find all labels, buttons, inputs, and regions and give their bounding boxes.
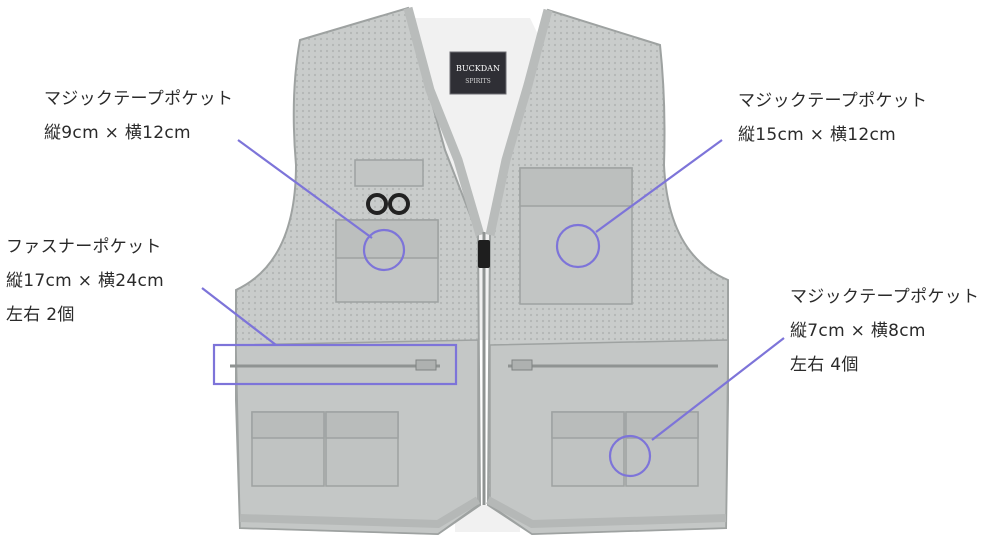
- annotation-title: マジックテープポケット: [790, 287, 980, 307]
- hem-left: [239, 496, 481, 529]
- d-ring-icon: [388, 193, 410, 215]
- callout-circle-chest-left: [362, 228, 406, 272]
- zipper-slider-icon: [511, 359, 533, 371]
- brand-patch-line1: BUCKDAN: [456, 64, 500, 73]
- annotation-size: 縦15cm × 横12cm: [738, 125, 897, 145]
- callout-box-zipper: [212, 343, 458, 386]
- hem-right: [486, 496, 727, 529]
- lower-pockets-left: [251, 411, 399, 487]
- annotation-quantity: 左右 4個: [790, 355, 859, 375]
- callout-circle-lower-small: [608, 434, 652, 478]
- annotation-lower-small: マジックテープポケット 縦7cm × 横8cm 左右 4個: [790, 280, 979, 382]
- zipper-pocket-right: [508, 359, 718, 371]
- callout-line-chest-right: [595, 139, 723, 233]
- brand-patch-line2: SPIRITS: [465, 78, 491, 85]
- annotation-zipper: ファスナーポケット 縦17cm × 横24cm 左右 2個: [6, 230, 164, 332]
- collar-trim-left: [403, 6, 485, 237]
- d-ring-icon: [366, 193, 388, 215]
- annotation-size: 縦9cm × 横12cm: [44, 123, 191, 143]
- annotation-title: マジックテープポケット: [738, 91, 928, 111]
- zipper-pocket-left: [230, 359, 440, 371]
- zipper-slider-icon: [415, 359, 437, 371]
- zipper-pull-icon: [478, 240, 490, 268]
- callout-line-zipper: [201, 287, 277, 346]
- annotation-title: ファスナーポケット: [6, 237, 162, 257]
- callout-circle-chest-right: [555, 223, 601, 269]
- collar-trim-right: [485, 8, 553, 236]
- callout-lines: [201, 139, 785, 478]
- callout-line-lower-small: [651, 337, 785, 441]
- callout-line-chest-left: [237, 139, 373, 239]
- annotation-chest-right: マジックテープポケット 縦15cm × 横12cm: [738, 84, 927, 152]
- annotation-size: 縦7cm × 横8cm: [790, 321, 926, 341]
- annotation-title: マジックテープポケット: [44, 89, 234, 109]
- right-chest-pocket: [519, 167, 633, 305]
- annotation-quantity: 左右 2個: [6, 305, 75, 325]
- left-chest-pocket: [335, 159, 439, 303]
- brand-patch: BUCKDAN SPIRITS: [449, 51, 507, 95]
- annotation-chest-left: マジックテープポケット 縦9cm × 横12cm: [44, 82, 233, 150]
- annotation-size: 縦17cm × 横24cm: [6, 271, 165, 291]
